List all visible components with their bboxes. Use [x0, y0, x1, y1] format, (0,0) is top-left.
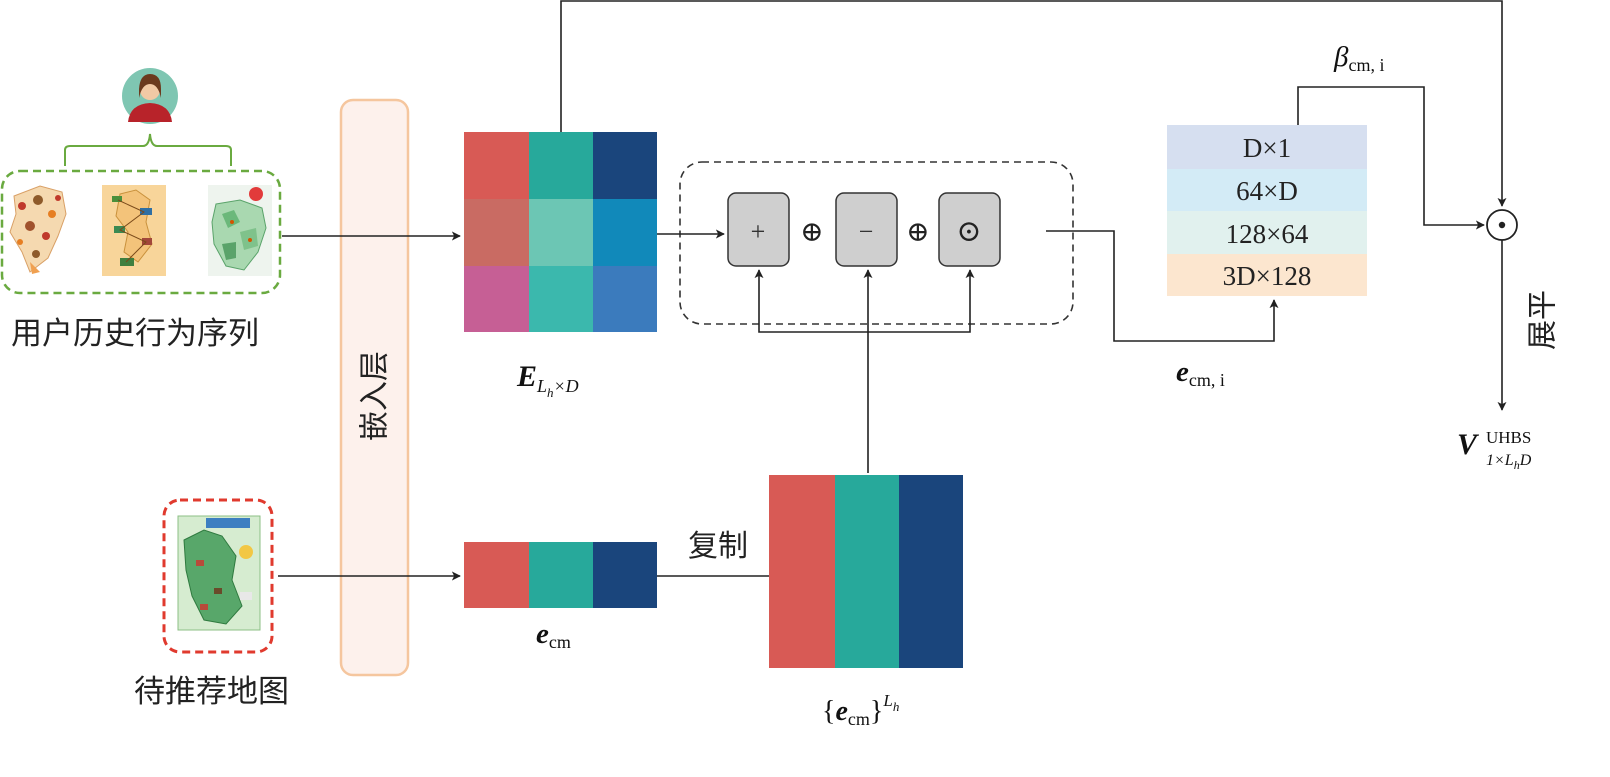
matrix-cell	[593, 199, 657, 266]
ops-to-mlp-line	[1046, 230, 1279, 342]
matrix-cell	[464, 266, 529, 332]
candidate-map-icon	[177, 515, 261, 631]
matrix-cell	[529, 132, 593, 199]
mlp-layer-4	[1167, 254, 1367, 296]
connectors	[278, 0, 1507, 581]
vector-cell	[593, 542, 657, 608]
add-op-symbol: +	[751, 217, 766, 246]
candidate-map-frame	[162, 498, 274, 654]
mlp-layer-label: D×1	[1243, 133, 1291, 163]
matrix-cell	[593, 132, 657, 199]
mlp-layer-label: 3D×128	[1223, 261, 1312, 291]
replicated-cell	[769, 475, 835, 668]
copy-label: 复制	[688, 529, 748, 564]
add-op-box	[727, 192, 790, 267]
interaction-group-box	[679, 161, 1074, 325]
user-sequence-label: 用户历史行为序列	[11, 316, 259, 352]
branch-line	[754, 269, 975, 333]
output-vector-sup: UHBS	[1486, 428, 1531, 447]
route-map-icon	[102, 185, 166, 276]
scenic-map-icon	[208, 185, 272, 276]
mlp-layer-label: 128×64	[1226, 219, 1309, 249]
beta-label: βcm, i	[1333, 41, 1384, 75]
embedding-matrix	[464, 132, 657, 332]
matrix-cell	[529, 199, 593, 266]
mlp-layer-3	[1167, 211, 1367, 254]
flatten-label: 展平	[1526, 290, 1561, 350]
matrix-cell	[593, 266, 657, 332]
vector-cell	[464, 542, 529, 608]
matrix-cell	[464, 199, 529, 266]
concat-symbol: ⊕	[800, 217, 823, 248]
concat-symbol: ⊕	[906, 217, 929, 248]
replicated-cell	[899, 475, 963, 668]
user-sequence-box	[0, 169, 282, 295]
candidate-map-label: 待推荐地图	[134, 674, 289, 710]
mlp-layer-label: 64×D	[1236, 176, 1298, 206]
replicated-matrix	[769, 475, 963, 668]
avatar-brace	[64, 133, 232, 166]
subtract-op-box	[835, 192, 898, 267]
mlp-layer-1	[1167, 125, 1367, 169]
replicated-label: {ecm}Lh	[822, 691, 899, 729]
mlp-stack	[1167, 125, 1367, 296]
vector-cell	[529, 542, 593, 608]
beta-line	[1297, 86, 1485, 230]
embedding-layer-label: 嵌入层	[358, 351, 393, 441]
skip-connection	[560, 0, 1507, 207]
mlp-layer-2	[1167, 169, 1367, 211]
replicated-cell	[835, 475, 899, 668]
matrix-cell	[529, 266, 593, 332]
ecmi-label: ecm, i	[1176, 356, 1225, 390]
user-avatar-icon	[122, 68, 178, 124]
product-node	[1486, 209, 1518, 241]
embedding-matrix-label: ELh×D	[516, 360, 579, 400]
ecm-label: ecm	[536, 618, 571, 652]
hadamard-op-box	[938, 192, 1001, 267]
embedding-layer-bar	[339, 98, 410, 677]
food-map-icon	[9, 185, 67, 274]
subtract-op-symbol: −	[859, 217, 874, 246]
hadamard-op-symbol: ⊙	[956, 215, 981, 248]
matrix-cell	[464, 132, 529, 199]
output-vector-label: V	[1457, 428, 1480, 461]
output-vector-sub: 1×LhD	[1486, 452, 1532, 472]
ecm-vector	[464, 542, 657, 608]
